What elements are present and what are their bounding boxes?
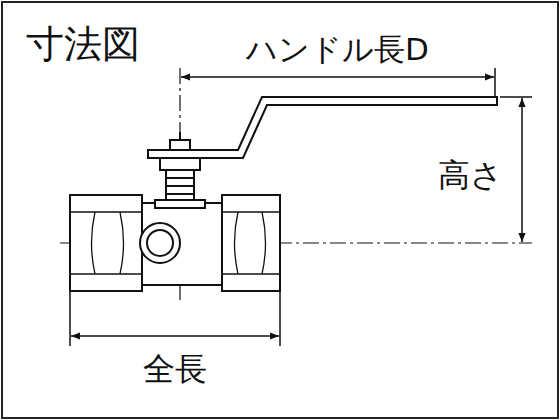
dimension-line [521, 98, 523, 242]
extension-line [494, 68, 496, 96]
overall-length-label: 全長 [141, 352, 209, 387]
gland [160, 158, 200, 170]
dimension-line [181, 76, 494, 78]
dimension-line [71, 335, 279, 337]
handle [148, 97, 497, 158]
handle-length-label: ハンドル長D [244, 32, 431, 66]
height-label: 高さ [436, 158, 505, 193]
right-end [222, 195, 280, 291]
extension-line [500, 96, 532, 98]
left-end [70, 195, 142, 291]
extension-line [279, 292, 281, 346]
bonnet [155, 200, 205, 208]
stem [166, 170, 194, 200]
ball-housing [142, 203, 222, 285]
drawing-title: 寸法図 [24, 24, 142, 66]
nut [170, 140, 190, 150]
side-port [140, 223, 180, 263]
extension-line [69, 292, 71, 346]
